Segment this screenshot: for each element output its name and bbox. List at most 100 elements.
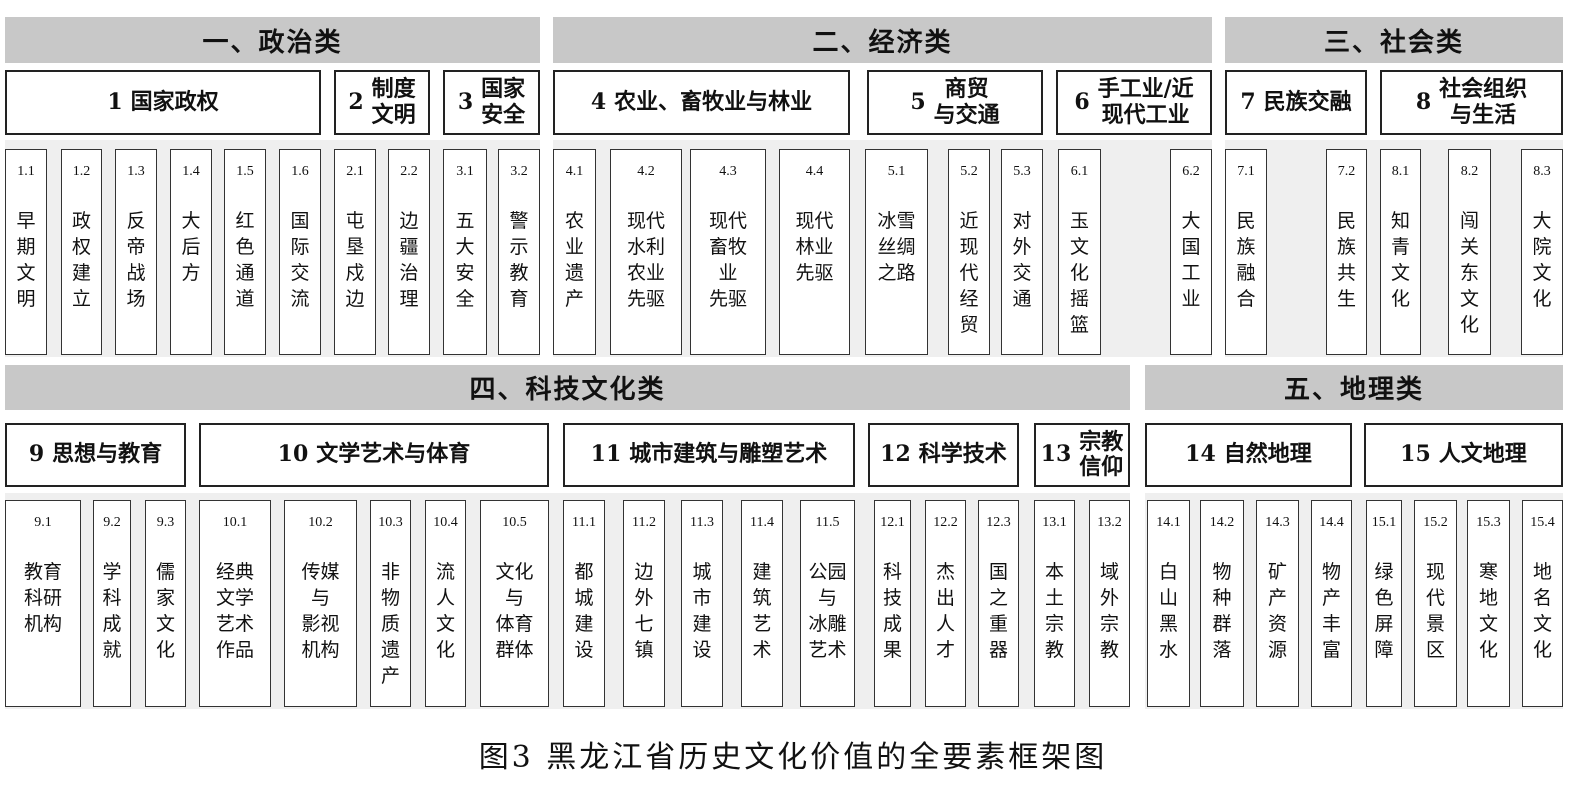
leaf-code: 15.1 — [1371, 515, 1397, 530]
leaf-label-line: 地 — [1532, 561, 1552, 583]
leaf-label-line: 物 — [1212, 561, 1232, 583]
leaf-label-line: 业 — [1181, 288, 1201, 310]
leaf-code: 12.3 — [986, 515, 1011, 530]
leaf-label-line: 化 — [1532, 639, 1552, 661]
group-number: 6 — [1074, 88, 1090, 115]
leaf-code: 8.3 — [1533, 164, 1551, 179]
leaf-code: 9.1 — [34, 515, 52, 530]
leaf-label-line: 质 — [380, 613, 400, 635]
group-number: 4 — [590, 88, 607, 115]
leaf-label: 地名文化 — [1533, 559, 1552, 663]
leaf-label-line: 镇 — [634, 639, 654, 661]
leaf-label-line: 城 — [574, 587, 594, 609]
leaf-label-line: 玉 — [1069, 210, 1089, 232]
group-label: 农业、畜牧业与林业 — [614, 89, 812, 115]
leaf-label-line: 流 — [435, 561, 455, 583]
leaf-label-line: 遗 — [564, 262, 584, 284]
leaf-code: 14.1 — [1156, 515, 1181, 530]
leaf-label-line: 现代 — [626, 210, 665, 232]
leaf-label: 现代林业先驱 — [795, 208, 833, 286]
leaf-label-line: 产 — [380, 665, 400, 687]
leaf-label-line: 非 — [380, 561, 400, 583]
leaf-label-line: 化 — [1532, 288, 1552, 310]
leaf-code: 10.4 — [433, 515, 458, 530]
leaf-label-line: 代 — [959, 262, 979, 284]
leaf-label: 物产丰富 — [1322, 559, 1341, 663]
leaf-label-line: 科研 — [23, 587, 62, 609]
leaf-label: 冰雪丝绸之路 — [877, 208, 915, 286]
leaf-code: 1.6 — [291, 164, 309, 179]
leaf-label-line: 农业 — [626, 262, 665, 284]
leaf-label-line: 政 — [71, 210, 91, 232]
leaf-code: 1.4 — [182, 164, 200, 179]
leaf-label-line: 富 — [1321, 639, 1341, 661]
leaf-label-line: 区 — [1425, 639, 1445, 661]
leaf-label-line: 先驱 — [795, 262, 834, 284]
leaf-label-line: 传媒 — [301, 561, 340, 583]
leaf-code: 5.3 — [1013, 164, 1031, 179]
leaf-label-line: 出 — [935, 587, 955, 609]
leaf-label-line: 农 — [564, 210, 584, 232]
leaf-label: 绿色屏障 — [1374, 559, 1393, 663]
leaf-label-line: 业 — [718, 262, 738, 284]
leaf-label-line: 人 — [935, 613, 955, 635]
leaf-label-line: 果 — [882, 639, 902, 661]
leaf-label: 大国工业 — [1181, 208, 1200, 312]
leaf-label-line: 文 — [1390, 262, 1410, 284]
leaf-label-line: 影视 — [301, 613, 340, 635]
group-number: 3 — [457, 88, 474, 115]
leaf-label: 知青文化 — [1391, 208, 1410, 312]
leaf-code: 6.2 — [1182, 164, 1200, 179]
group-number: 8 — [1415, 88, 1432, 115]
group-label: 思想与教育 — [52, 442, 162, 468]
leaf-label-line: 外 — [634, 587, 654, 609]
leaf-label: 红色通道 — [235, 208, 254, 312]
leaf-label-line: 重 — [988, 613, 1008, 635]
leaf-label-line: 宗 — [1099, 613, 1119, 635]
leaf-label-line: 民 — [1236, 210, 1256, 232]
leaf-label: 边外七镇 — [634, 559, 653, 663]
group-label-line: 商贸 — [944, 76, 989, 103]
leaf-label: 近现代经贸 — [959, 208, 978, 338]
leaf-code: 11.2 — [632, 515, 656, 530]
group-number: 10 — [277, 441, 309, 468]
leaf-label-line: 色 — [1374, 587, 1394, 609]
leaf-label: 现代水利农业先驱 — [627, 208, 665, 312]
leaf-code: 15.3 — [1476, 515, 1501, 530]
leaf-label-line: 大 — [181, 210, 201, 232]
leaf-label-line: 化 — [1478, 639, 1498, 661]
leaf-label-line: 障 — [1374, 639, 1394, 661]
group-number: 11 — [590, 441, 622, 468]
leaf-code: 10.3 — [378, 515, 403, 530]
leaf-code: 11.1 — [572, 515, 596, 530]
leaf-label-line: 院 — [1532, 236, 1552, 258]
leaf-label-line: 族 — [1236, 236, 1256, 258]
group-label-line: 信仰 — [1079, 454, 1124, 480]
leaf-label-line: 屯 — [345, 210, 365, 232]
leaf-label-line: 关 — [1459, 236, 1479, 258]
leaf-code: 2.1 — [346, 164, 364, 179]
leaf-label-line: 现 — [1425, 561, 1445, 583]
leaf-label-line: 青 — [1390, 236, 1410, 258]
leaf-label-line: 教 — [1044, 639, 1064, 661]
leaf-label-line: 学 — [102, 561, 122, 583]
leaf-label-line: 融 — [1236, 262, 1256, 284]
leaf-code: 7.1 — [1237, 164, 1255, 179]
leaf-label-line: 教育 — [23, 561, 62, 583]
group-label-line: 文明 — [371, 101, 416, 128]
leaf-label-line: 科 — [882, 561, 902, 583]
leaf-code: 11.3 — [690, 515, 714, 530]
